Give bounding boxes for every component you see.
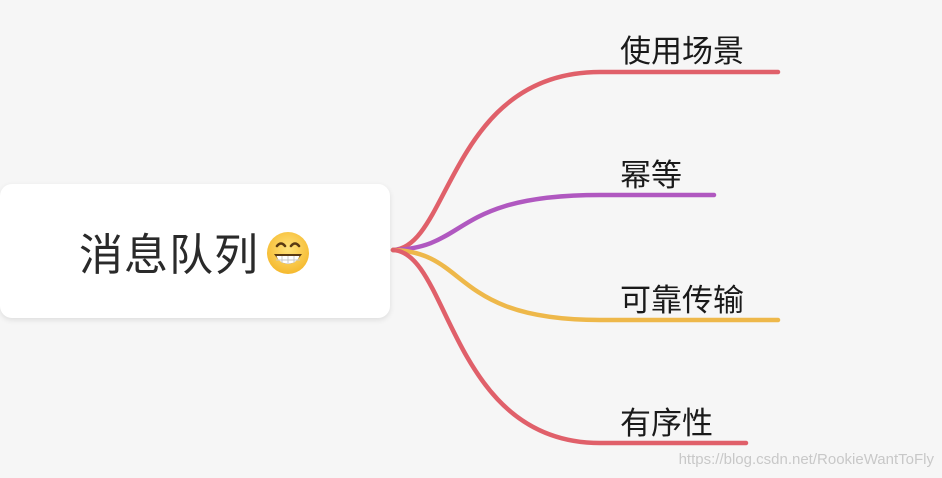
branch-connector-2 [390,247,781,323]
watermark-text: https://blog.csdn.net/RookieWantToFly [678,451,934,468]
root-topic-label: 消息队列 [79,230,259,281]
branch-connector-0 [390,69,781,253]
branch-label-0[interactable]: 使用场景 [620,34,744,70]
grinning-face-icon [267,232,309,274]
root-topic-node[interactable]: 消息队列 [0,184,390,318]
branch-label-2[interactable]: 可靠传输 [620,283,744,319]
branch-connector-3 [390,247,749,446]
branch-label-1[interactable]: 幂等 [620,158,682,194]
branch-label-3[interactable]: 有序性 [620,406,713,442]
branch-connector-1 [390,192,717,253]
